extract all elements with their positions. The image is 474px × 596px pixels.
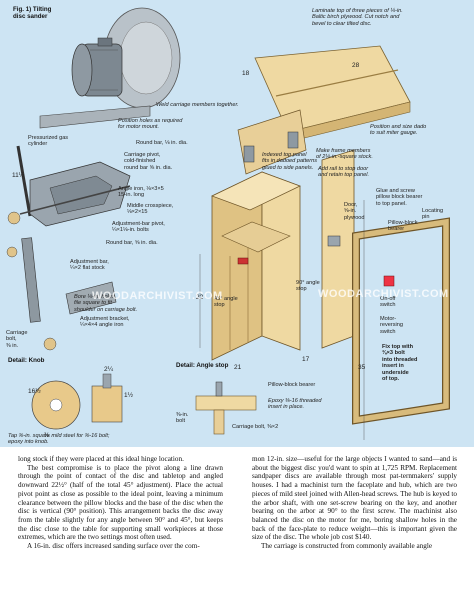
tilting-disc-sander-illustration: Fig. 1) Tilting disc sander Laminate top… (0, 0, 474, 447)
dimension-17: 17 (302, 356, 310, 363)
label-frame-members: Make frame members of 2¼-in.-square stoc… (316, 148, 373, 161)
label-locating-pin: Locating pin (422, 208, 444, 221)
label-pillow-block-bearer-2: Pillow-block bearer (268, 382, 316, 388)
label-90-angle-stop: 90° angle stop (296, 280, 320, 293)
label-45-angle-stop: 45° angle stop (214, 296, 238, 309)
cabinet-stand (211, 171, 301, 361)
label-round-bar-top: Round bar, ⅛ in. dia. (136, 140, 188, 146)
dimension-3-8: ⅜ (44, 432, 50, 439)
article-body: long stock if they were placed at this i… (0, 449, 474, 596)
label-indexed-top-panel: Indexed top panel fits in dadoed pattern… (262, 152, 318, 171)
label-laminate-top: Laminate top of three pieces of ¼-in. Ba… (312, 8, 403, 27)
dimension-22: 22 (196, 294, 204, 301)
door-panel (321, 149, 355, 349)
figure-title-line2: disc sander (13, 13, 48, 20)
knob-mid (6, 246, 18, 258)
label-on-off-switch: On-off switch (380, 296, 396, 309)
illustration-artwork (6, 7, 450, 440)
label-bolt: ⅜-in. bolt (176, 412, 189, 425)
laminate-top-panel (254, 45, 411, 143)
article-column-left: long stock if they were placed at this i… (18, 455, 223, 551)
label-carriage-bolt: Carriage bolt, ⅜ in. (6, 330, 28, 349)
label-carriage-pivot: Carriage pivot, cold-finished round bar … (124, 152, 173, 171)
label-pressurized-cylinder: Pressurized gas cylinder (28, 135, 69, 148)
label-glue-screw: Glue and screw pillow block bearer to to… (376, 188, 423, 207)
motor-mount-plate (39, 105, 151, 129)
label-motor-reversing-switch: Motor- reversing switch (380, 316, 404, 335)
label-add-rail: Add rail to stop door and retain top pan… (318, 166, 370, 179)
paragraph: long stock if they were placed at this i… (18, 455, 184, 463)
label-fix-top: Fix top with ⅜×3 bolt into threaded inse… (382, 344, 418, 383)
label-bore-holes: Bore ¼-in. holes, file square to fit sho… (74, 294, 138, 313)
label-position-holes: Position holes as required for motor mou… (118, 118, 183, 131)
article-column-right: mon 12-in. size—useful for the large obj… (252, 455, 457, 551)
dimension-35: 35 (358, 364, 366, 371)
paragraph: The carriage is constructed from commonl… (261, 542, 433, 551)
knob-upper (7, 211, 21, 225)
carriage (19, 161, 131, 227)
angle-stop-detail-drawing (195, 381, 257, 435)
gas-cylinder (16, 145, 32, 217)
knob-lower (43, 337, 57, 351)
label-middle-crosspiece: Middle crosspiece, ⅛×2×15 (127, 203, 174, 216)
dimension-1-5: 1½ (124, 392, 134, 399)
label-round-bar-bottom: Round bar, ⅝ in. dia. (106, 240, 158, 246)
label-saw-dado: Position and size dado to suit miter gau… (370, 124, 427, 137)
detail-knob-title: Detail: Knob (8, 357, 45, 364)
label-pillow-block-bearer: Pillow-block bearer (388, 220, 418, 233)
figure-title-line1: Fig. 1) Tilting (13, 6, 52, 13)
watermark-right: WOODARCHIVIST.COM (318, 288, 449, 300)
dimension-18: 18 (242, 70, 250, 77)
watermark-left: WOODARCHIVIST.COM (92, 290, 223, 302)
adjustment-bracket (65, 281, 117, 315)
dimension-11-5: 11½ (12, 172, 25, 179)
figure-title: Fig. 1) Tilting disc sander (13, 6, 51, 20)
motor (71, 37, 123, 97)
paragraph: The best compromise is to place the pivo… (18, 463, 223, 542)
sanding-disc (103, 7, 181, 109)
dimension-21: 21 (234, 364, 242, 371)
dimension-2-25: 2¼ (104, 366, 114, 373)
paragraph: mon 12-in. size—useful for the large obj… (252, 455, 457, 542)
label-adjustment-bracket: Adjustment bracket, ¼×4×4 angle iron (80, 316, 130, 329)
top-panel-with-bearers (237, 109, 307, 175)
label-tap-knob: Tap ⅜-in. square mild steel for ⅜-16 bol… (8, 433, 110, 446)
label-adjustment-bar-pivot: Adjustment-bar pivot, ¼×1⅛-in. bolts (112, 221, 165, 234)
label-angle-iron: Angle iron, ⅛×3×5 15-in. long (118, 186, 164, 199)
label-door: Door, ⅝-in. plywood (344, 202, 365, 221)
front-frame (352, 217, 450, 425)
dimension-16-5: 16½ (28, 388, 41, 395)
label-carriage-bolt-2: Carriage bolt, ⅜×2 (232, 424, 279, 430)
knob-detail-drawing (31, 373, 123, 430)
label-weld-carriage: Weld carriage members together. (156, 102, 239, 108)
dimension-28: 28 (352, 62, 360, 69)
label-adjustment-bar: Adjustment bar, ¼×2 flat stock (70, 259, 109, 272)
paragraph: A 16-in. disc offers increased sanding s… (27, 542, 200, 551)
detail-angle-stop-title: Detail: Angle stop (176, 362, 229, 369)
adjustment-bar (21, 237, 41, 323)
label-epoxy-insert: Epoxy ⅜-16 threaded insert in place. (268, 398, 322, 411)
